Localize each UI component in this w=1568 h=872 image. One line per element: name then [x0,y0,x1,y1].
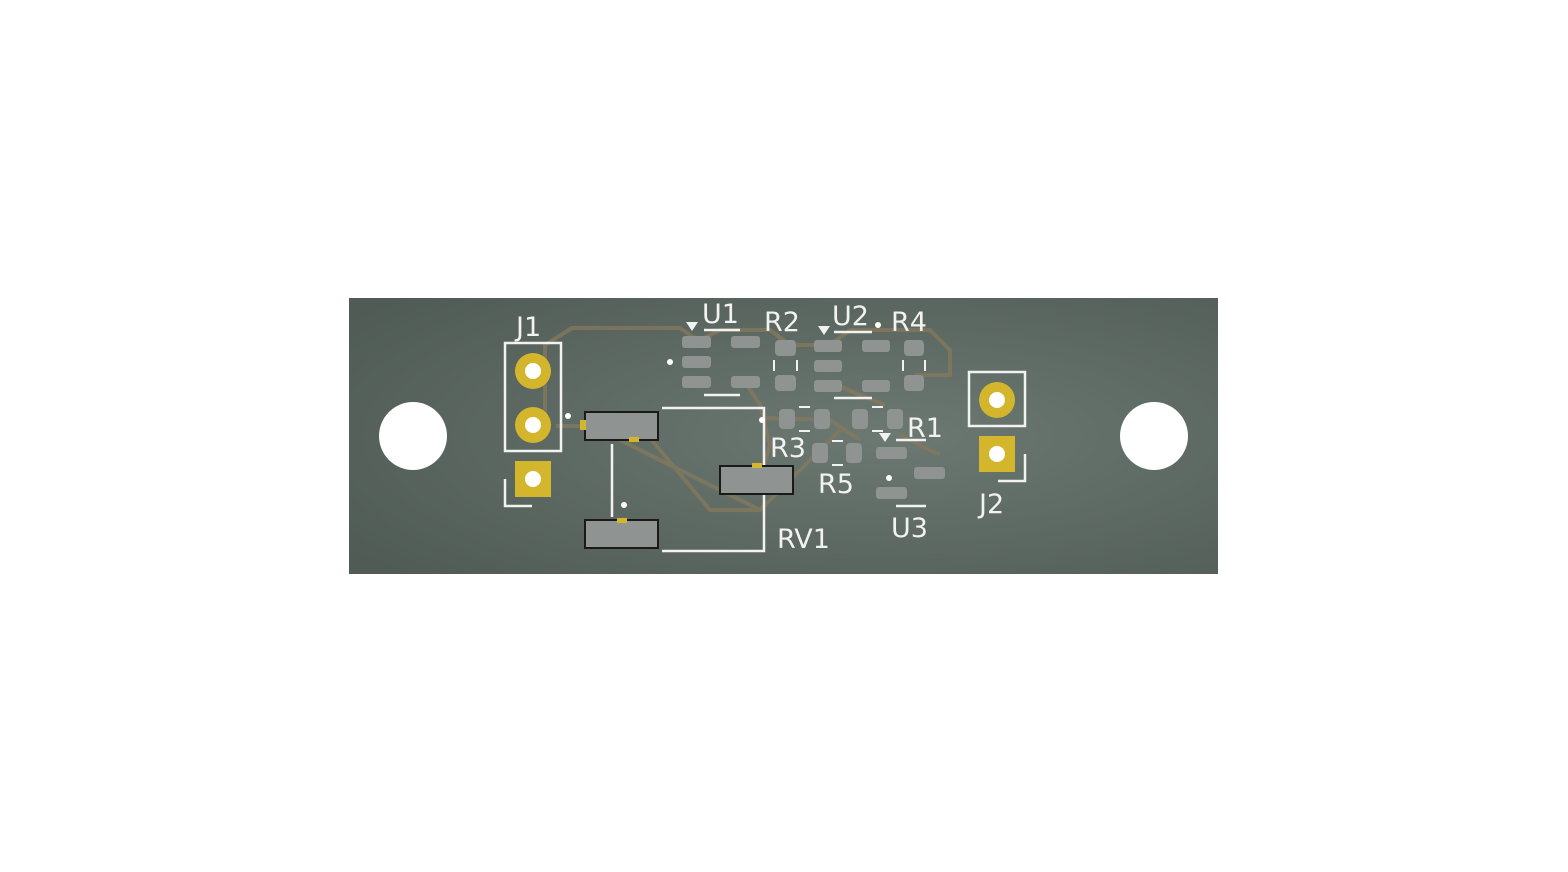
j2-outline [967,370,1027,428]
connector-j1 [503,341,563,508]
ic-u1 [667,322,760,397]
u2-pad [814,360,842,372]
label-j1: J1 [514,312,541,343]
ic-u2 [814,322,890,400]
u1-pad [682,376,711,388]
u2-pin1-marker [818,326,830,335]
rv1-copper-tab-3 [617,518,627,523]
label-r4: R4 [891,307,927,338]
j2-pad-1-drill [989,446,1005,462]
rv1-pad-1 [584,411,659,441]
rv1-copper-tab-2 [752,463,762,468]
j1-pad-1-drill [525,471,541,487]
label-r2: R2 [764,307,800,338]
r3-pad [814,409,830,429]
mounting-hole-right [1120,402,1188,470]
rv1-pin1-dot [565,413,571,419]
label-r5: R5 [818,469,854,500]
u1-pin1-marker [686,322,698,331]
label-u1: U1 [702,299,739,330]
u1-dot [667,359,673,365]
rv1-outline-bottom [662,494,766,553]
resistor-r1 [852,406,903,432]
label-r1: R1 [907,413,943,444]
u1-pad [682,336,711,348]
rv1-pad-3 [584,519,659,549]
u1-pad [731,336,760,348]
mounting-hole-left [379,402,447,470]
r1-pad [887,409,903,429]
u2-pad [862,380,890,392]
rv1-copper-tab-1 [629,437,639,442]
u2-pad [814,340,842,352]
r1-pad [852,409,868,429]
ic-u3 [876,433,945,508]
u3-pad [876,447,907,459]
label-rv1: RV1 [777,524,830,555]
u3-dot [886,475,892,481]
u2-pad [862,340,890,352]
u3-pin1-marker [879,433,891,442]
r2-pad [775,375,796,391]
resistor-r3 [759,406,830,432]
connector-j2 [967,370,1027,483]
rv1-copper-tab-side [580,420,586,430]
label-j2: J2 [977,489,1004,520]
r5-pad [846,443,862,463]
rv1-pad-2 [719,465,794,495]
resistor-r5 [812,440,862,466]
rv1-center-dot [621,502,627,508]
u3-pad [876,487,907,499]
j1-pin1-marker [503,479,532,508]
resistor-r2 [773,340,798,391]
label-u2: U2 [832,301,869,332]
r4-pad [904,375,924,391]
rv1-outline-top [662,406,766,465]
label-r3: R3 [770,433,806,464]
r4-pad [904,340,924,356]
u3-pad [914,467,945,479]
resistor-r4 [902,340,926,391]
j2-pin1-marker [998,454,1027,483]
u2-pad [814,380,842,392]
r3-pad [779,409,795,429]
u1-pad [731,376,760,388]
r5-pad [812,443,828,463]
u2-dot [875,322,881,328]
r2-pad [775,340,796,356]
j2-pad-2-drill [989,392,1005,408]
r3-dot [759,417,765,423]
trimmer-rv1 [565,406,794,553]
j1-pad-2-drill [525,417,541,433]
j1-outline [503,341,563,453]
label-u3: U3 [891,513,928,544]
j1-pad-3-drill [525,363,541,379]
u1-pad [682,356,711,368]
